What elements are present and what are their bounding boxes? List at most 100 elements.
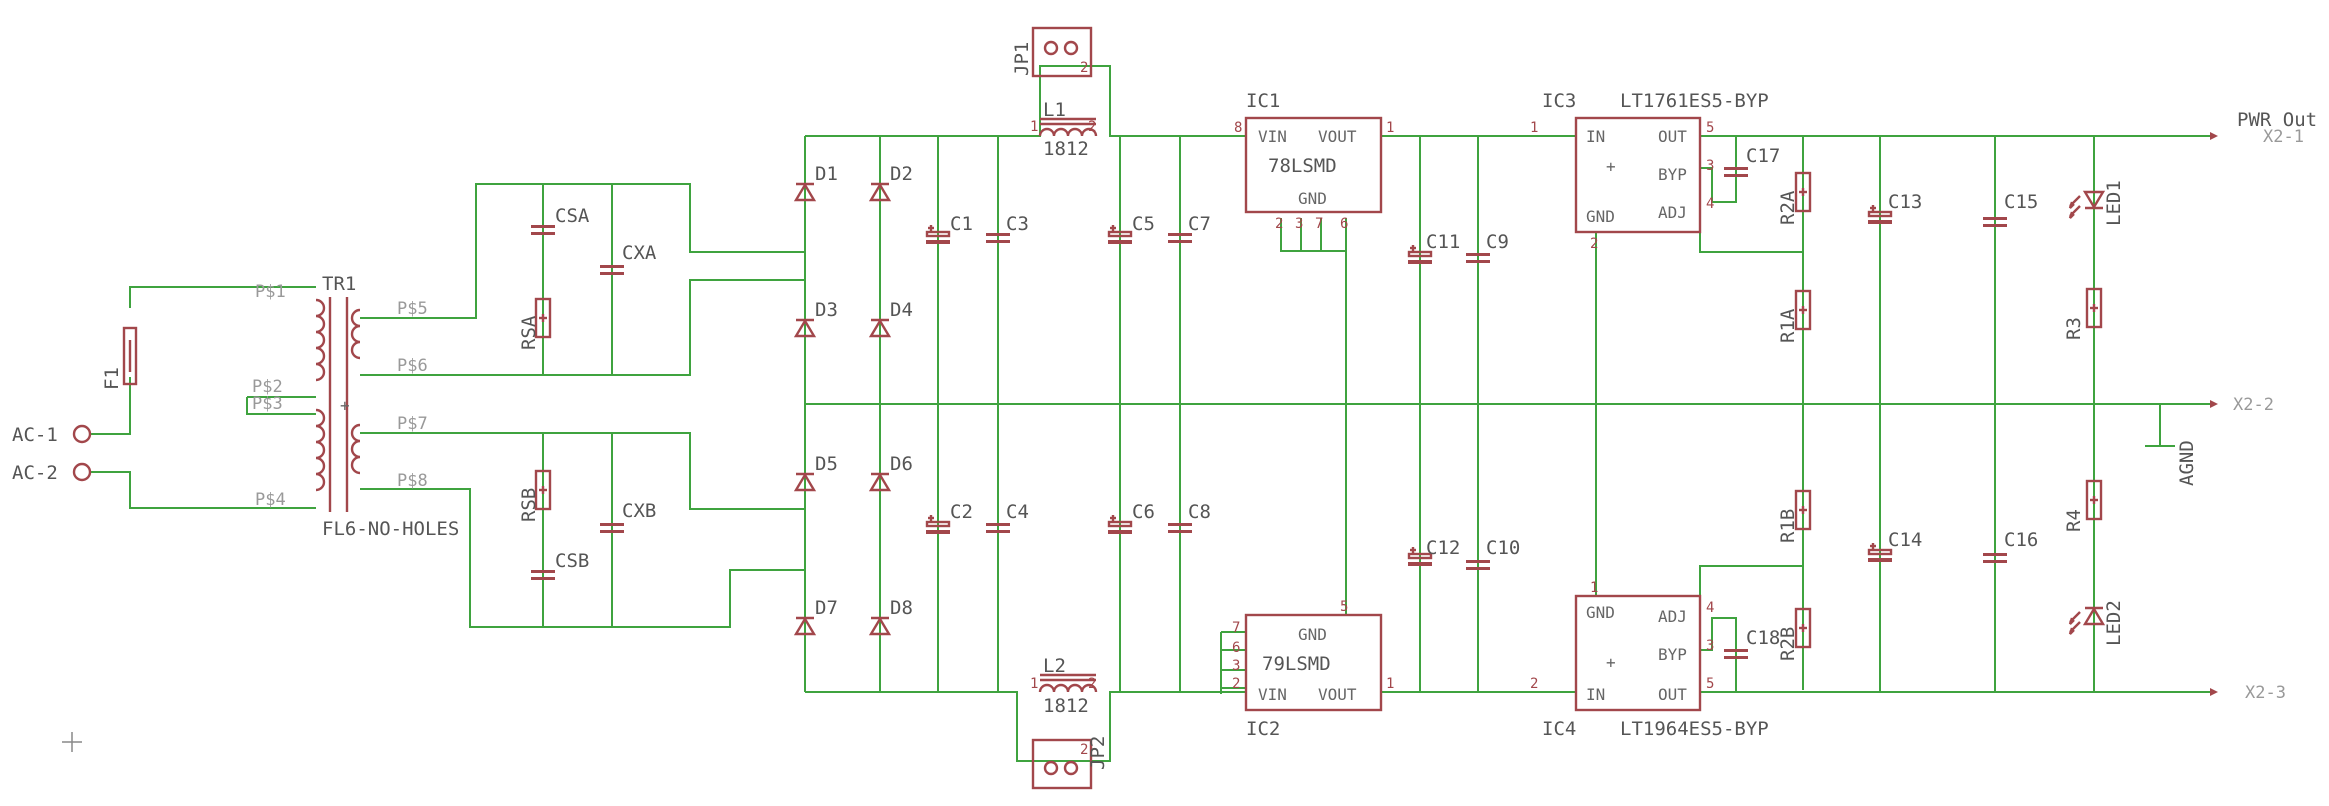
svg-text:X2-1: X2-1 bbox=[2263, 127, 2304, 147]
svg-text:7: 7 bbox=[1232, 620, 1240, 636]
svg-text:2: 2 bbox=[1590, 236, 1598, 252]
svg-text:+: + bbox=[1606, 653, 1616, 672]
svg-text:6: 6 bbox=[1232, 640, 1240, 656]
svg-text:D7: D7 bbox=[815, 597, 838, 619]
tr-type-label: FL6-NO-HOLES bbox=[322, 518, 459, 540]
svg-text:R2A: R2A bbox=[1777, 190, 1799, 225]
svg-text:C17: C17 bbox=[1746, 145, 1780, 167]
svg-text:C3: C3 bbox=[1006, 213, 1029, 235]
svg-text:C2: C2 bbox=[950, 501, 973, 523]
svg-text:R4: R4 bbox=[2063, 509, 2085, 532]
svg-text:D2: D2 bbox=[890, 163, 913, 185]
svg-text:C7: C7 bbox=[1188, 213, 1211, 235]
svg-text:1: 1 bbox=[1530, 120, 1538, 136]
svg-text:D6: D6 bbox=[890, 453, 913, 475]
svg-text:2: 2 bbox=[1232, 676, 1240, 692]
svg-text:P$3: P$3 bbox=[252, 394, 283, 414]
divider-resistors: R2A R1A R1B R2B bbox=[1777, 171, 1812, 661]
svg-text:VIN: VIN bbox=[1258, 685, 1287, 704]
svg-text:ADJ: ADJ bbox=[1658, 203, 1687, 222]
svg-text:OUT: OUT bbox=[1658, 127, 1687, 146]
svg-text:D8: D8 bbox=[890, 597, 913, 619]
led-indicator-neg: R4 LED2 bbox=[2063, 479, 2125, 646]
pwr-out-label: PWR Out bbox=[2237, 109, 2317, 131]
svg-text:2: 2 bbox=[1080, 742, 1088, 758]
svg-text:D4: D4 bbox=[890, 299, 913, 321]
svg-text:P$4: P$4 bbox=[255, 490, 286, 510]
svg-text:2: 2 bbox=[1088, 676, 1096, 692]
svg-text:IC2: IC2 bbox=[1246, 718, 1280, 740]
svg-text:RSB: RSB bbox=[518, 488, 540, 522]
mid-capacitors: C11 C9 C12 C10 bbox=[1406, 231, 1520, 570]
svg-text:IC4: IC4 bbox=[1542, 718, 1576, 740]
svg-text:P$8: P$8 bbox=[397, 471, 428, 491]
svg-text:C18: C18 bbox=[1746, 627, 1780, 649]
svg-text:R1B: R1B bbox=[1777, 509, 1799, 543]
svg-text:L2: L2 bbox=[1043, 655, 1066, 677]
agnd-label: AGND bbox=[2176, 440, 2198, 486]
svg-text:X2-2: X2-2 bbox=[2233, 395, 2274, 415]
svg-text:5: 5 bbox=[1340, 599, 1348, 615]
svg-text:CXA: CXA bbox=[622, 242, 657, 264]
bypass-caps: C17 C18 bbox=[1724, 145, 1780, 659]
svg-text:L1: L1 bbox=[1043, 99, 1066, 121]
svg-text:JP2: JP2 bbox=[1087, 736, 1109, 770]
svg-text:CSB: CSB bbox=[555, 550, 589, 572]
svg-text:D5: D5 bbox=[815, 453, 838, 475]
ac2-label: AC-2 bbox=[12, 462, 58, 484]
svg-text:4: 4 bbox=[1706, 600, 1714, 616]
svg-text:JP1: JP1 bbox=[1011, 42, 1033, 76]
svg-text:OUT: OUT bbox=[1658, 685, 1687, 704]
inductor-l2: L2 1812 1 2 bbox=[1030, 655, 1098, 717]
output-terminals: PWR Out X2-1 X2-2 X2-3 AGND bbox=[2176, 109, 2317, 703]
svg-text:8: 8 bbox=[1234, 120, 1242, 136]
svg-text:GND: GND bbox=[1298, 189, 1327, 208]
svg-text:C13: C13 bbox=[1888, 191, 1922, 213]
svg-text:IC1: IC1 bbox=[1246, 90, 1280, 112]
svg-text:P$6: P$6 bbox=[397, 356, 428, 376]
svg-text:R3: R3 bbox=[2063, 317, 2085, 340]
svg-text:1: 1 bbox=[1386, 676, 1394, 692]
ac1-label: AC-1 bbox=[12, 424, 58, 446]
svg-text:5: 5 bbox=[1706, 676, 1714, 692]
svg-text:C12: C12 bbox=[1426, 537, 1460, 559]
svg-text:C1: C1 bbox=[950, 213, 973, 235]
svg-text:3: 3 bbox=[1295, 216, 1303, 232]
svg-text:C8: C8 bbox=[1188, 501, 1211, 523]
svg-text:D1: D1 bbox=[815, 163, 838, 185]
svg-text:LT1964ES5-BYP: LT1964ES5-BYP bbox=[1620, 718, 1769, 740]
svg-text:IC3: IC3 bbox=[1542, 90, 1576, 112]
svg-text:3: 3 bbox=[1706, 638, 1714, 654]
output-capacitors: C13 C15 C14 C16 bbox=[1866, 191, 2038, 564]
svg-text:P$1: P$1 bbox=[255, 282, 286, 302]
svg-text:LT1761ES5-BYP: LT1761ES5-BYP bbox=[1620, 90, 1769, 112]
svg-text:3: 3 bbox=[1232, 658, 1240, 674]
svg-text:1: 1 bbox=[1386, 120, 1394, 136]
svg-text:C9: C9 bbox=[1486, 231, 1509, 253]
svg-text:ADJ: ADJ bbox=[1658, 607, 1687, 626]
snubber-a: CSA CXA RSA bbox=[518, 205, 657, 350]
ac-input-1: AC-1 bbox=[12, 424, 92, 446]
svg-text:2: 2 bbox=[1088, 119, 1096, 135]
svg-text:1: 1 bbox=[1590, 580, 1598, 596]
ac-input-2: AC-2 bbox=[12, 462, 92, 484]
svg-text:GND: GND bbox=[1586, 603, 1615, 622]
svg-text:2: 2 bbox=[1275, 216, 1283, 232]
svg-text:C6: C6 bbox=[1132, 501, 1155, 523]
ldo-ic3: IC3 LT1761ES5-BYP IN OUT BYP ADJ GND + 1… bbox=[1530, 90, 1769, 252]
led-indicator-pos: LED1 R3 bbox=[2063, 180, 2125, 340]
svg-text:6: 6 bbox=[1340, 216, 1348, 232]
svg-text:1: 1 bbox=[1030, 676, 1038, 692]
svg-text:D3: D3 bbox=[815, 299, 838, 321]
svg-text:GND: GND bbox=[1586, 207, 1615, 226]
bulk-capacitors: C1 C3 C5 C7 C2 C4 C6 C8 bbox=[924, 213, 1211, 536]
svg-text:P$2: P$2 bbox=[252, 377, 283, 397]
svg-text:CXB: CXB bbox=[622, 500, 656, 522]
svg-text:4: 4 bbox=[1706, 196, 1714, 212]
jumper-jp1: JP1 2 bbox=[1011, 26, 1093, 78]
svg-text:3: 3 bbox=[1706, 158, 1714, 174]
svg-text:1: 1 bbox=[1030, 119, 1038, 135]
svg-text:C14: C14 bbox=[1888, 529, 1922, 551]
inductor-l1: L1 1812 1 2 bbox=[1030, 99, 1098, 160]
svg-text:78LSMD: 78LSMD bbox=[1268, 155, 1337, 177]
